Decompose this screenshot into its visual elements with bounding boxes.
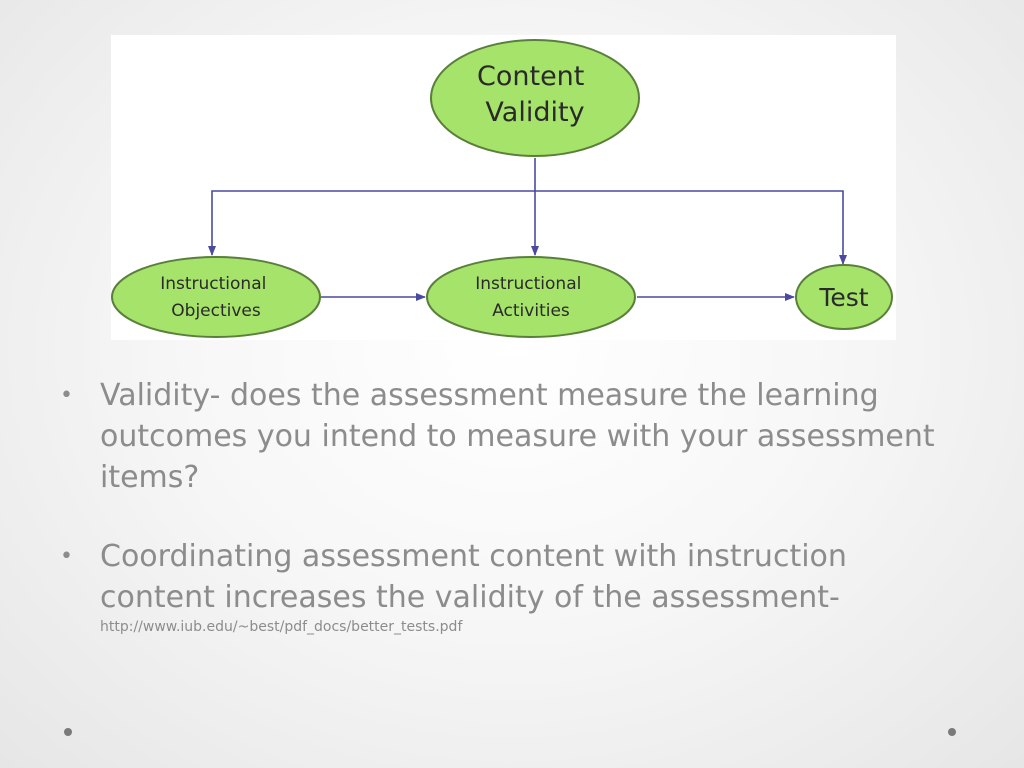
node-content-validity-label: Content Validity [477, 61, 593, 128]
node-instructional-activities: Instructional Activities [426, 256, 636, 338]
node-content-validity: Content Validity [430, 39, 640, 157]
corner-dot-right-icon [948, 728, 956, 736]
bullet-icon: • [60, 383, 73, 408]
edge-validity-to-test [535, 190, 847, 265]
node-instructional-objectives-line-1: Instructional [160, 274, 266, 294]
diagram-panel: Content Validity Instructional Objective… [111, 35, 896, 340]
node-instructional-objectives-shape [111, 256, 321, 338]
content-validity-diagram: Content Validity Instructional Objective… [111, 39, 893, 338]
source-url-link[interactable]: http://www.iub.edu/~best/pdf_docs/better… [100, 619, 463, 635]
node-content-validity-shape [430, 39, 640, 157]
bullet-item-validity: • Validity- does the assessment measure … [60, 375, 960, 498]
node-test-shape [795, 264, 893, 330]
node-instructional-activities-line-2: Activities [492, 301, 570, 321]
bullet-list: • Validity- does the assessment measure … [60, 375, 960, 636]
node-test-label: Test [818, 283, 868, 312]
node-instructional-objectives: Instructional Objectives [111, 256, 321, 338]
node-instructional-activities-shape [426, 256, 636, 338]
node-content-validity-line-2: Validity [485, 97, 584, 128]
bullet-text-validity: Validity- does the assessment measure th… [100, 378, 935, 495]
bullet-icon: • [60, 544, 73, 569]
bullet-item-coordinating: • Coordinating assessment content with i… [60, 536, 960, 636]
node-test: Test [795, 264, 893, 330]
diagram-edges [208, 158, 847, 301]
node-instructional-objectives-line-2: Objectives [171, 301, 261, 321]
edge-validity-to-objectives [208, 190, 535, 256]
node-instructional-activities-label: Instructional Activities [475, 274, 587, 321]
corner-dot-left-icon [64, 728, 72, 736]
node-content-validity-line-1: Content [477, 61, 584, 92]
node-test-line-1: Test [818, 283, 868, 312]
bullet-text-coordinating: Coordinating assessment content with ins… [100, 539, 847, 615]
node-instructional-activities-line-1: Instructional [475, 274, 581, 294]
node-instructional-objectives-label: Instructional Objectives [160, 274, 272, 321]
